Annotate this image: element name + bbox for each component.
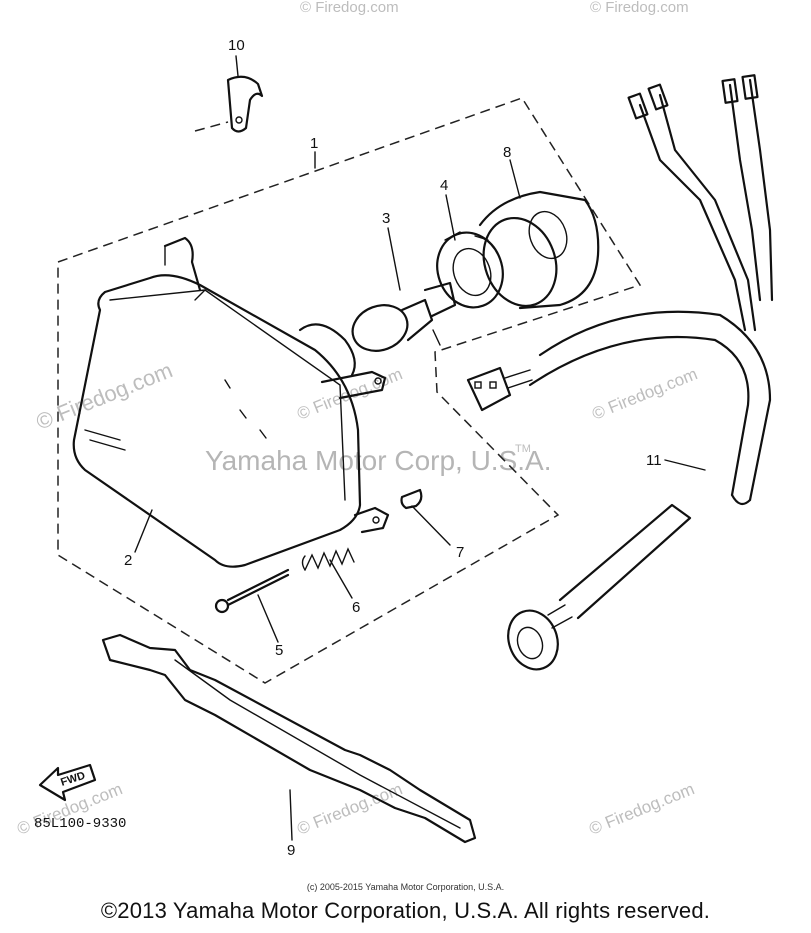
bulb-part-3	[351, 281, 457, 352]
watermark-tm: TM	[515, 443, 531, 455]
callout-5: 5	[275, 642, 283, 659]
small-copyright: (c) 2005-2015 Yamaha Motor Corporation, …	[306, 882, 505, 892]
main-copyright: ©2013 Yamaha Motor Corporation, U.S.A. A…	[100, 898, 711, 923]
spring-part-6	[301, 547, 355, 571]
callout-2: 2	[124, 552, 132, 569]
watermark-top-right: © Firedog.com	[590, 0, 689, 16]
diagram-reference: 85L100-9330	[34, 816, 126, 832]
watermark-bottom-right: © Firedog.com	[586, 779, 697, 838]
callout-10: 10	[228, 37, 245, 54]
callout-11: 11	[646, 452, 662, 469]
watermark-top-mid: © Firedog.com	[300, 0, 399, 16]
callouts: 10 1 3 4 8 2 5 6 7 9 11	[124, 37, 662, 859]
clip-part-10	[194, 75, 264, 133]
boot-part-8	[478, 190, 600, 310]
clip-part-7	[400, 488, 423, 510]
callout-6: 6	[352, 599, 360, 616]
socket-part-4	[436, 231, 504, 309]
watermark-bottom-mid: © Firedog.com	[294, 779, 405, 838]
headlight-housing-part-2	[72, 236, 390, 568]
callout-7: 7	[456, 544, 464, 561]
callout-8: 8	[503, 144, 511, 161]
watermark-yamaha: Yamaha Motor Corp, U.S.A.	[205, 445, 552, 476]
assembly-outline	[57, 97, 642, 684]
callout-4: 4	[440, 177, 448, 194]
harness-part-11	[466, 74, 774, 671]
callout-3: 3	[382, 210, 390, 227]
callout-1: 1	[310, 135, 318, 152]
callout-9: 9	[287, 842, 295, 859]
watermark-topleft: © Firedog.com	[33, 357, 176, 434]
stay-part-9	[101, 633, 477, 844]
leader-lines	[134, 55, 706, 841]
watermark-right: © Firedog.com	[589, 364, 700, 423]
bolt-part-5	[214, 568, 290, 614]
